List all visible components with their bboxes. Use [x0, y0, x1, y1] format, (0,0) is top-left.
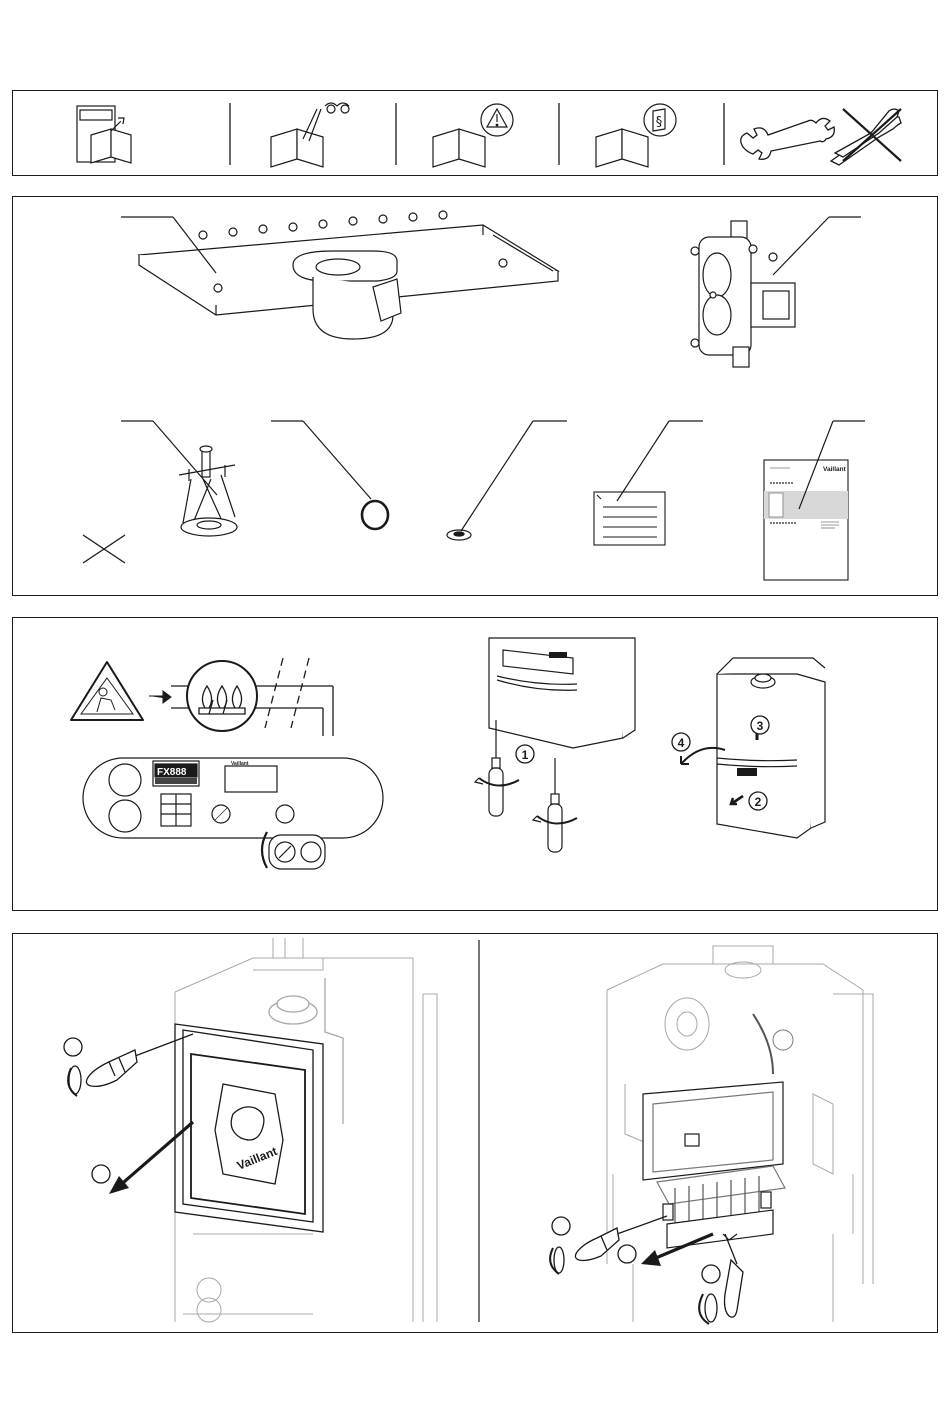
- regulations-manual-icon: §: [596, 104, 676, 167]
- nozzle-tool-illustration: [179, 446, 237, 536]
- step-marker-right-b: [618, 1245, 636, 1263]
- icon-strip-panel: §: [12, 90, 938, 176]
- boiler-casing-front-illustration: [489, 638, 635, 748]
- screwdriver-2-illustration: [533, 758, 577, 852]
- boiler-casing-removal-illustration: [717, 658, 825, 838]
- screwdriver-left-illustration: [68, 1034, 193, 1096]
- combustion-chamber-svg: Vaillant: [13, 934, 939, 1334]
- documentation-booklet-illustration: Vaillant: [764, 460, 848, 580]
- delivery-contents-svg: Vaillant: [13, 197, 939, 597]
- burner-assembly-illustration: [643, 1082, 785, 1248]
- mounting-plate-illustration: [139, 211, 558, 339]
- step-marker-3: 3: [751, 716, 769, 734]
- control-brand-logo: Vaillant: [231, 761, 249, 767]
- step-marker-1: 1: [516, 745, 534, 763]
- step-marker-left-b: [92, 1165, 110, 1183]
- safety-warning-manual-icon: [433, 104, 513, 167]
- svg-text:3: 3: [757, 719, 764, 733]
- spanner-icon: [741, 118, 835, 159]
- screwdriver-1-illustration: [475, 720, 519, 816]
- casing-removal-svg: FX888 Vaillant: [13, 618, 939, 912]
- no-pliers-icon: [831, 109, 901, 165]
- control-display-text: FX888: [157, 767, 187, 778]
- gas-burner-icon: [171, 661, 333, 736]
- gasket-illustration: [447, 530, 471, 540]
- icon-strip-svg: §: [13, 91, 939, 177]
- svg-text:4: 4: [678, 736, 685, 750]
- delivery-contents-panel: Vaillant: [12, 196, 938, 596]
- step-marker-right-c: [702, 1265, 720, 1283]
- read-documents-icon: [271, 103, 349, 167]
- svg-text:2: 2: [755, 795, 762, 809]
- step-marker-left-a: [64, 1038, 82, 1056]
- step-marker-2: 2: [749, 792, 767, 810]
- sticker-card-illustration: [594, 492, 665, 545]
- svg-text:§: §: [656, 115, 663, 130]
- control-panel-illustration: FX888 Vaillant: [83, 758, 383, 838]
- o-ring-illustration: [362, 501, 388, 529]
- combustion-chamber-panel: Vaillant: [12, 933, 938, 1333]
- chamber-cover-illustration: Vaillant: [175, 978, 343, 1232]
- step-marker-right-a: [552, 1217, 570, 1235]
- svg-text:1: 1: [522, 748, 529, 762]
- booklet-brand-logo: Vaillant: [823, 466, 847, 473]
- gas-valve-illustration: [691, 221, 795, 367]
- read-manual-icon: [77, 106, 131, 163]
- step-marker-4: 4: [672, 733, 690, 751]
- gas-warning-icon: [71, 662, 143, 720]
- casing-removal-panel: FX888 Vaillant: [12, 617, 938, 911]
